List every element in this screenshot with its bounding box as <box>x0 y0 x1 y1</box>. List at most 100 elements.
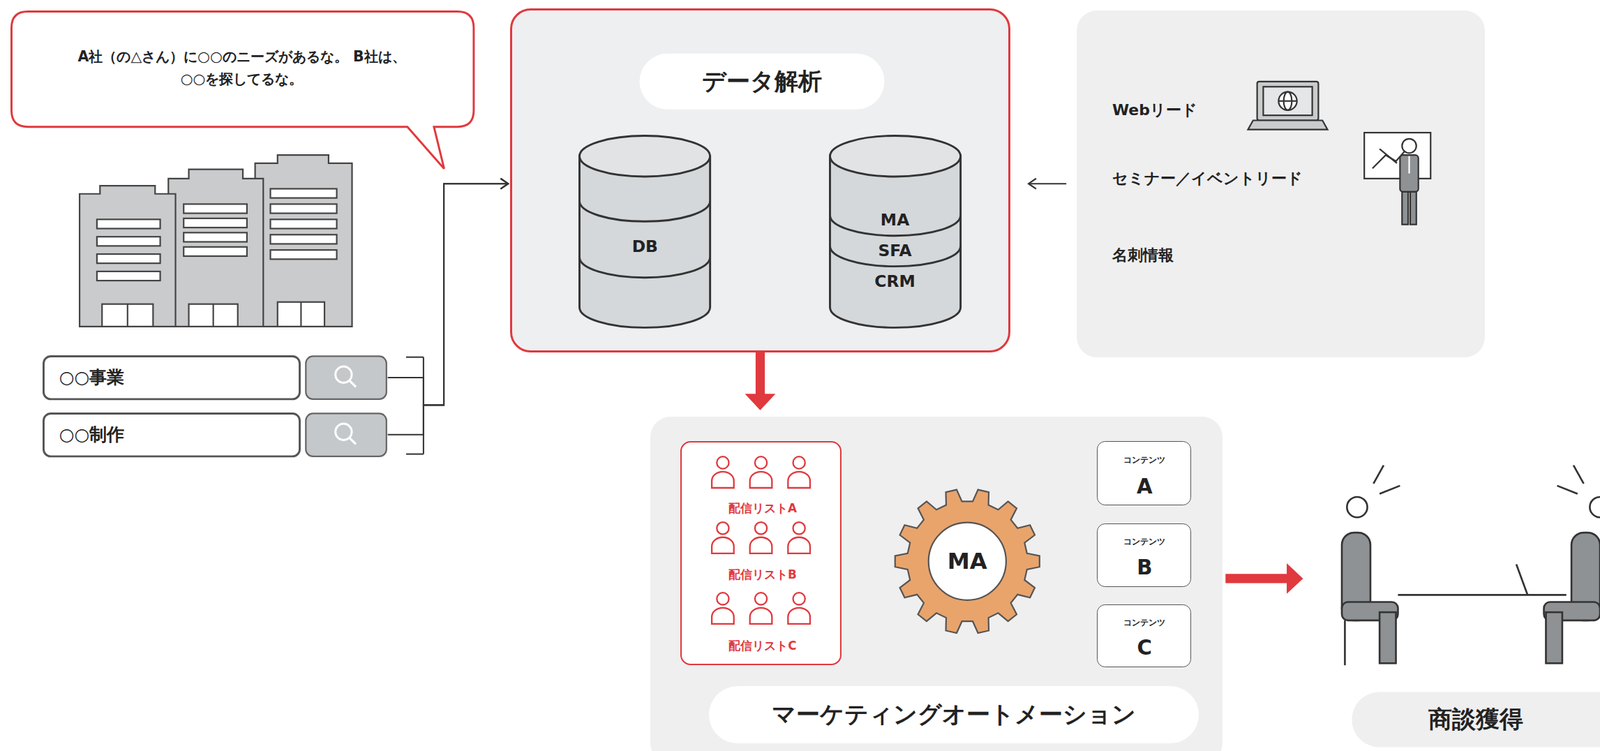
presenter-icon <box>1399 154 1418 192</box>
person-icon <box>711 471 735 488</box>
presenter-icon <box>1410 191 1417 225</box>
database-cylinder-outline <box>578 134 712 329</box>
meeting-illustration <box>1379 611 1396 663</box>
person-icon <box>717 521 730 534</box>
speech-bubble: A社（の△さん）に○○のニーズがあるな。 B社は、○○を探してるな。 <box>10 10 475 128</box>
search-button <box>306 413 388 456</box>
content-box: コンテンツ A <box>1096 440 1192 506</box>
building-illustration <box>79 154 352 327</box>
connector-line <box>755 351 765 396</box>
cylinder-band <box>579 200 711 222</box>
laptop-icon <box>1257 81 1319 121</box>
cylinder-body <box>579 156 711 328</box>
building-illustration <box>270 188 338 198</box>
meeting-illustration <box>1341 465 1600 666</box>
person-icon <box>754 456 767 469</box>
person-icon <box>788 471 811 488</box>
meeting-illustration <box>1373 465 1384 484</box>
laptop-icon <box>1262 86 1312 116</box>
content-letter: A <box>1136 473 1153 500</box>
bubble-outline <box>11 11 474 169</box>
connector-line <box>1225 573 1289 583</box>
building-illustration <box>212 304 215 327</box>
person-icon <box>750 607 773 624</box>
building-illustration <box>183 218 248 228</box>
person-icon <box>754 592 767 605</box>
lead-label: セミナー／イベントリード <box>1112 168 1303 188</box>
person-icon <box>788 536 811 553</box>
bracket <box>406 453 424 455</box>
arrow-head <box>1028 178 1037 190</box>
database-label: DB <box>632 236 659 257</box>
search-term: ○○制作 <box>59 423 125 446</box>
meeting-illustration <box>1573 465 1584 484</box>
arrow-head <box>745 393 776 410</box>
arrow-head <box>1286 563 1303 594</box>
presenter-icon <box>1401 191 1409 225</box>
search-box: ○○制作 <box>42 412 388 458</box>
bracket <box>406 357 424 455</box>
person-icon <box>717 592 730 605</box>
building-illustration <box>126 304 129 327</box>
building-illustration <box>96 219 161 229</box>
panel-heading: データ解析 <box>639 53 885 110</box>
connector <box>1028 178 1067 190</box>
gear-label: MA <box>947 547 988 575</box>
meeting-illustration <box>1379 485 1400 495</box>
building-illustration <box>96 271 161 281</box>
search-input <box>43 355 301 399</box>
cylinder-body <box>829 156 961 328</box>
laptop-icon <box>1278 92 1297 111</box>
building-illustration <box>183 203 248 213</box>
lead-label: 名刺情報 <box>1112 245 1174 265</box>
analysis-panel: データ解析DBMASFACRM <box>510 8 1011 353</box>
content-caption: コンテンツ <box>1123 454 1166 466</box>
person-icon <box>750 471 773 488</box>
laptop-icon <box>1247 120 1328 130</box>
laptop-icon <box>1247 81 1328 130</box>
magnifier-icon <box>350 380 357 387</box>
content-caption: コンテンツ <box>1123 616 1166 628</box>
content-letter: C <box>1137 634 1153 661</box>
arrow-head <box>500 178 508 190</box>
search-button <box>306 355 388 399</box>
system-label: CRM <box>874 271 915 292</box>
presenter-icon <box>1401 138 1416 153</box>
meeting-illustration <box>1346 496 1367 518</box>
connector <box>387 178 509 435</box>
person-icon <box>754 521 767 534</box>
building-illustration <box>300 302 302 327</box>
result-label: 商談獲得 <box>1352 691 1600 747</box>
building-illustration <box>270 219 338 229</box>
meeting-illustration <box>1397 593 1566 596</box>
person-icon <box>788 607 811 624</box>
cylinder-top <box>829 136 961 177</box>
building-illustration <box>168 169 264 327</box>
presenter-icon <box>1408 156 1410 174</box>
presenter-icon <box>1364 132 1431 179</box>
presenter-icon <box>1364 132 1431 225</box>
gear-shape: MA <box>893 487 1042 635</box>
building-illustration <box>255 154 353 327</box>
building-illustration <box>101 304 153 327</box>
distribution-list-box-outline <box>681 442 841 665</box>
distribution-list-box: 配信リストA配信リストB配信リストC <box>680 440 842 666</box>
database-cylinder: DB <box>578 134 712 329</box>
person-icon <box>793 592 806 605</box>
person-icon <box>711 607 735 624</box>
list-label: 配信リストB <box>728 567 797 582</box>
content-caption: コンテンツ <box>1123 535 1166 548</box>
list-label: 配信リストA <box>728 501 797 516</box>
connector-line <box>387 183 509 405</box>
connector <box>387 178 509 406</box>
speech-bubble-outline <box>10 10 475 128</box>
group-panel: マーケティングオートメーション配信リストA配信リストB配信リストCMAコンテンツ… <box>650 416 1223 751</box>
building-illustration <box>270 234 338 244</box>
cylinder-top <box>579 136 711 177</box>
cylinder-band <box>579 257 711 278</box>
meeting-illustration <box>1343 620 1347 665</box>
system-label: SFA <box>877 240 912 261</box>
building-illustration <box>96 236 161 246</box>
connector-line <box>1028 182 1067 185</box>
